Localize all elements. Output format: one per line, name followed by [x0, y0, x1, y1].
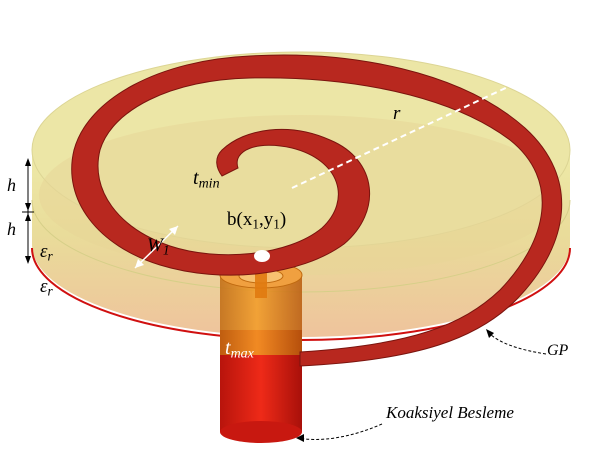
epsilon-top-subscript: r [47, 248, 53, 264]
width-arrow [134, 225, 179, 269]
substrate-inner [39, 115, 563, 275]
epsilon-bottom-symbol: ε [40, 276, 48, 297]
radius-label: r [393, 103, 401, 124]
h-arrow-top [25, 158, 31, 166]
gp-pointer-head [486, 329, 494, 338]
width-arrow-head-b [169, 226, 178, 235]
t-max-subscript: max [230, 346, 254, 362]
h-arrow-mid-up [25, 203, 31, 211]
w1-subscript: 1 [162, 242, 170, 258]
spiral-conductor [71, 54, 563, 367]
t-max-symbol: t [225, 337, 231, 359]
epsilon-bottom-subscript: r [47, 283, 53, 299]
radius-line [291, 84, 513, 189]
epsilon-bottom-label: εr [40, 277, 53, 298]
h-arrow-bottom [25, 256, 31, 264]
feed-point-close: ) [279, 209, 287, 230]
t-min-symbol: t [193, 167, 199, 189]
feed-x-subscript: 1 [252, 216, 259, 232]
feed-point-label: b(x1,y1) [227, 210, 286, 231]
t-max-label: tmax [225, 338, 254, 362]
coax-bottom-face [220, 421, 302, 443]
coax-pointer [297, 423, 383, 440]
w1-label: W1 [147, 236, 169, 257]
feed-point-prefix: b(x [227, 209, 253, 230]
gp-pointer [487, 331, 547, 355]
h-top-label: h [7, 175, 16, 195]
epsilon-top-symbol: ε [40, 241, 48, 262]
t-min-label: tmin [193, 168, 220, 192]
h-arrow-mid-down [25, 213, 31, 221]
ground-plane-label: GP [547, 342, 569, 359]
w1-symbol: W [147, 235, 163, 256]
h-bottom-label: h [7, 219, 16, 239]
feed-point-mid: ,y [258, 209, 274, 230]
t-min-subscript: min [198, 176, 220, 192]
epsilon-top-label: εr [40, 242, 53, 263]
coax-pointer-head [296, 434, 304, 442]
width-arrow-head-a [135, 259, 144, 268]
feed-point-hole [254, 250, 270, 262]
feed-y-subscript: 1 [273, 216, 280, 232]
coax-feed-label: Koaksiyel Besleme [386, 403, 514, 422]
